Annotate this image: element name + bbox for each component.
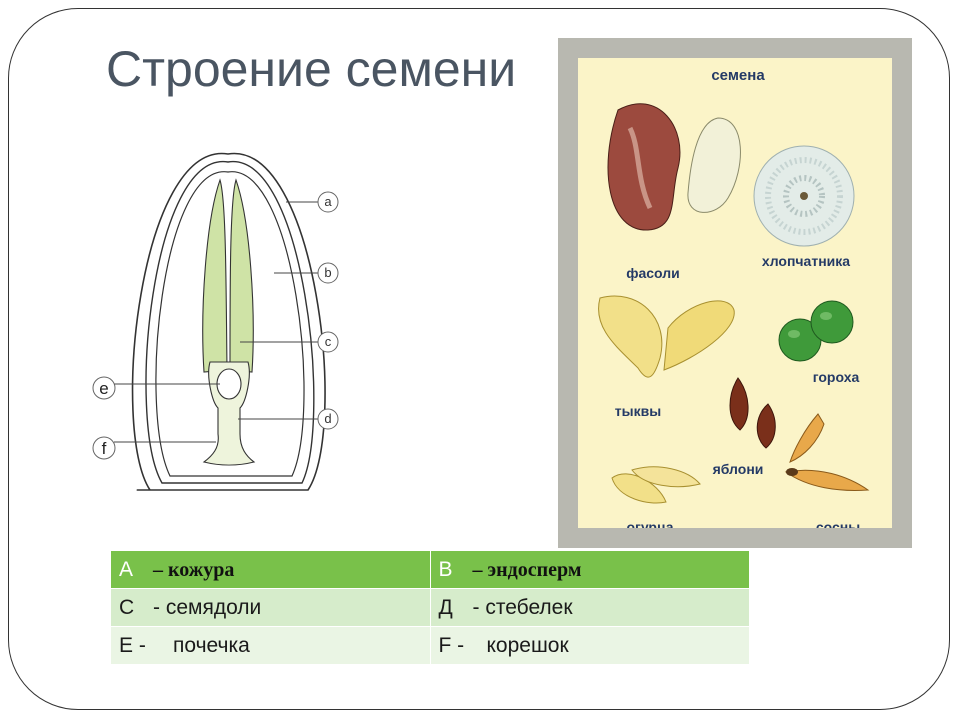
pumpkin-seed-icon	[598, 295, 735, 378]
seed-label-cucumber: огурца	[626, 519, 673, 528]
legend-letter: B	[438, 557, 453, 581]
legend-row-1: A – кожура B – эндосперм	[110, 550, 750, 589]
label-f: f	[102, 439, 107, 458]
seed-label-pumpkin: тыквы	[615, 403, 661, 419]
legend-cell-e: Е - почечка	[110, 626, 431, 665]
legend-letter: Д	[438, 595, 453, 619]
slide-title: Строение семени	[106, 41, 517, 97]
label-c: c	[325, 334, 332, 349]
cotyledon-right	[229, 178, 254, 373]
seed-coat-inner	[145, 161, 315, 484]
legend-cell-c: С - семядоли	[110, 588, 431, 627]
legend-term: почечка	[173, 633, 250, 657]
label-d: d	[324, 411, 331, 426]
legend-table: A – кожура B – эндосперм С - семядоли Д - ст…	[110, 550, 750, 665]
seeds-illustration-panel: семена фасоли хлопчатника тыквы	[558, 38, 912, 548]
legend-row-3: Е - почечка F - корешок	[110, 626, 750, 665]
legend-term: - стебелек	[472, 595, 573, 619]
legend-cell-a: A – кожура	[110, 550, 431, 589]
legend-row-2: С - семядоли Д - стебелек	[110, 588, 750, 627]
legend-letter: С	[119, 595, 135, 619]
label-b: b	[324, 265, 331, 280]
seed-label-apple: яблони	[713, 461, 764, 477]
cotyledon-left	[202, 178, 228, 373]
label-e: e	[99, 379, 108, 398]
pine-seed-icon	[784, 413, 870, 491]
legend-term: – эндосперм	[472, 558, 582, 581]
legend-term: - семядоли	[153, 595, 262, 619]
legend-letter: Е -	[119, 633, 146, 657]
seed-label-cotton: хлопчатника	[762, 253, 850, 269]
legend-cell-f: F - корешок	[429, 626, 750, 665]
seed-structure-diagram: a b c d e f	[92, 153, 339, 491]
bean-seed-icon	[607, 103, 741, 231]
seed-label-bean: фасоли	[626, 265, 680, 281]
cucumber-seed-icon	[611, 466, 701, 504]
seed-label-pine: сосны	[816, 519, 860, 528]
legend-letter: F -	[438, 633, 465, 657]
legend-cell-b: B – эндосперм	[429, 550, 750, 589]
embryo-stem	[202, 361, 256, 466]
seed-label-pea: гороха	[813, 369, 860, 385]
seeds-illustration-inner: семена фасоли хлопчатника тыквы	[578, 58, 892, 535]
seeds-heading: семена	[711, 67, 765, 84]
legend-term: – кожура	[153, 558, 235, 581]
label-a: a	[324, 194, 332, 209]
pea-seed-icon	[778, 300, 854, 362]
seeds-illustration: семена фасоли хлопчатника тыквы	[598, 67, 870, 535]
legend-term: корешок	[486, 633, 569, 657]
cotton-seed-icon	[753, 145, 855, 247]
plumule-bud	[216, 368, 242, 400]
slide-frame	[8, 8, 950, 710]
apple-seed-icon	[729, 377, 776, 449]
legend-cell-d: Д - стебелек	[429, 588, 750, 627]
legend-letter: A	[119, 557, 134, 581]
